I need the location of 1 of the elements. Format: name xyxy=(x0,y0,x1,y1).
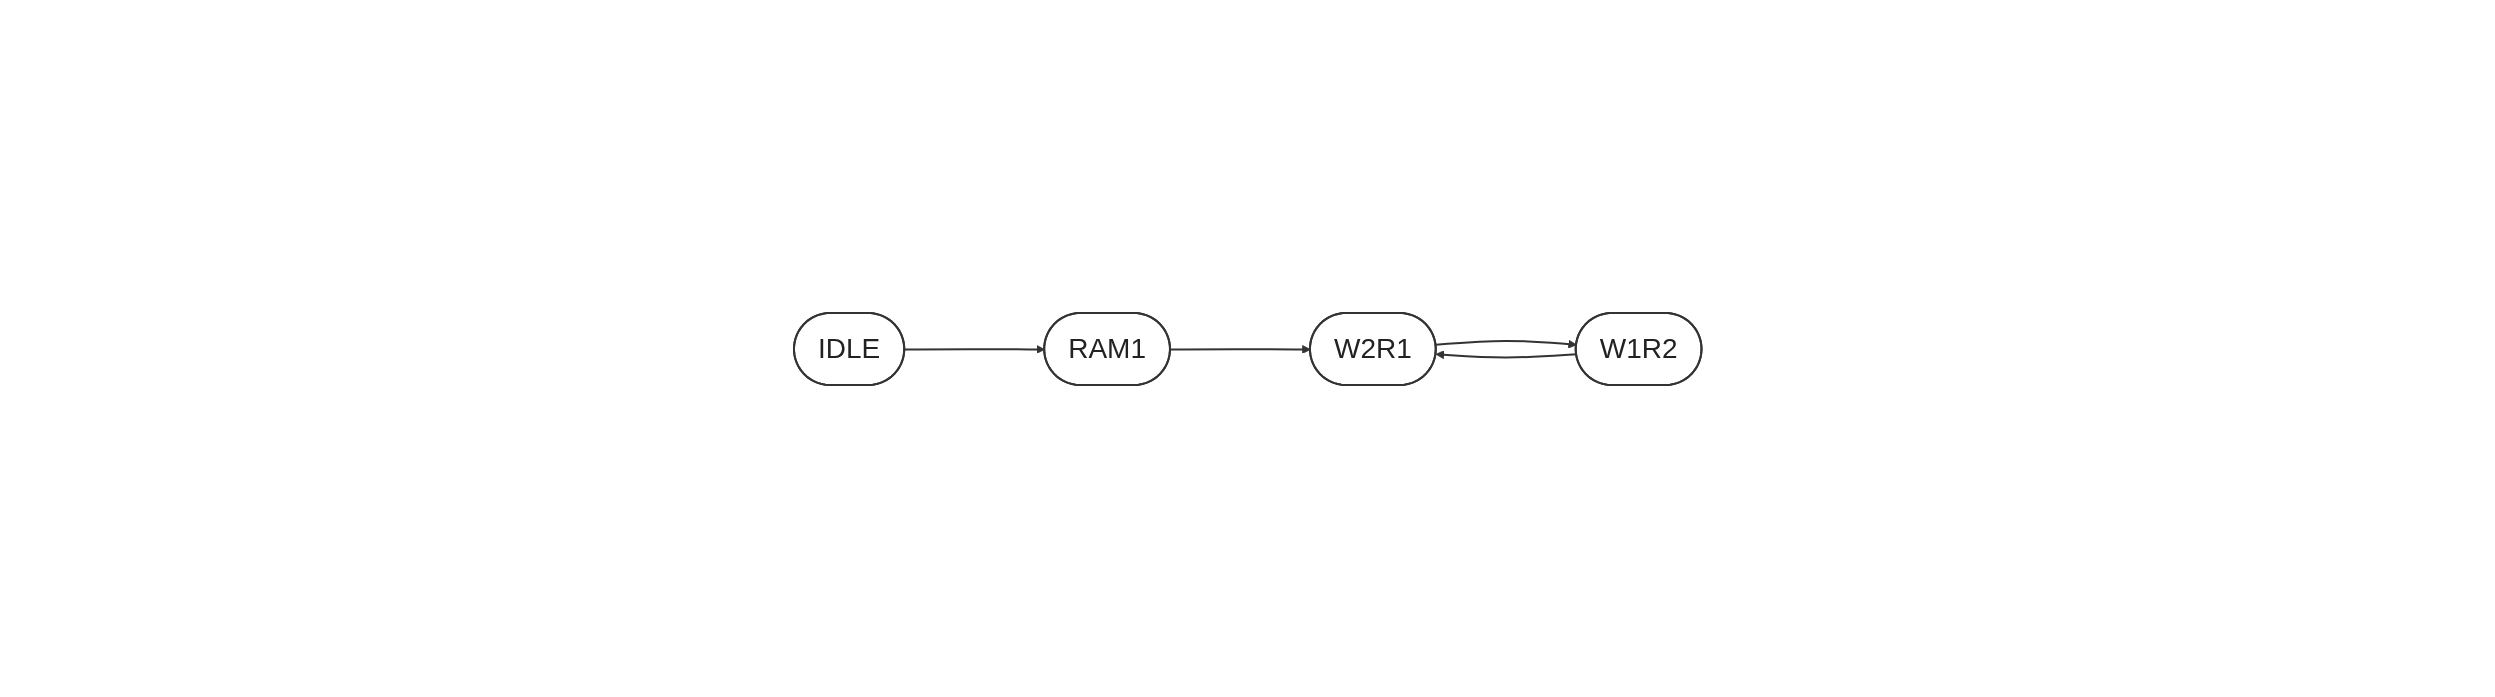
arrow xyxy=(903,344,1045,354)
